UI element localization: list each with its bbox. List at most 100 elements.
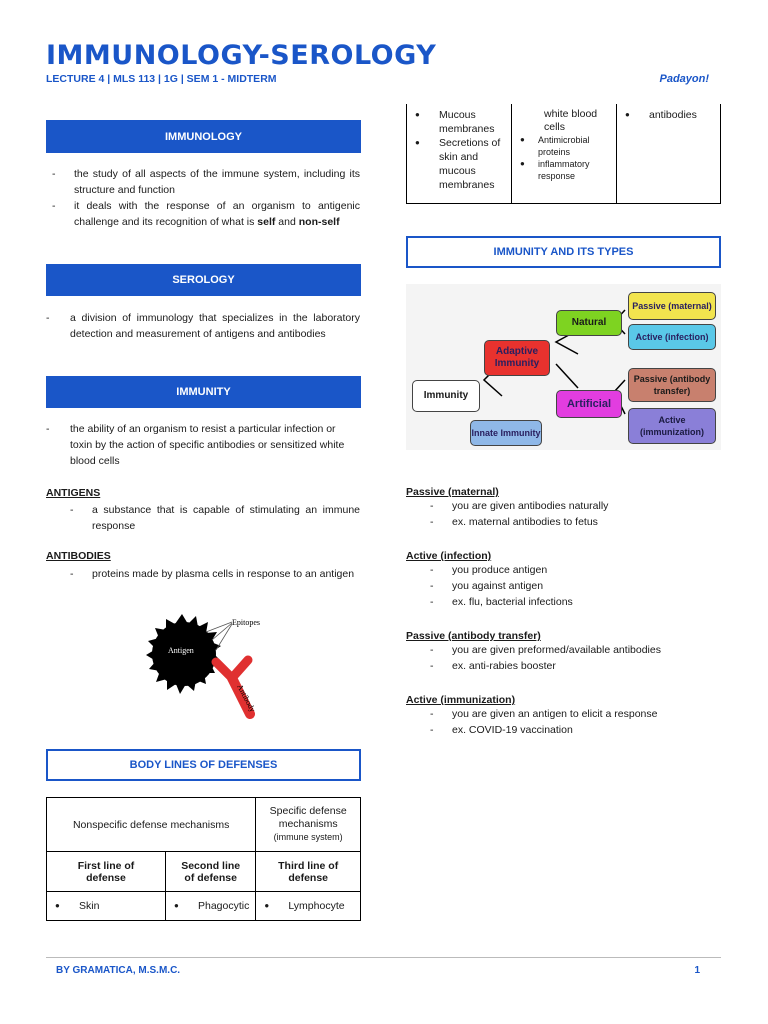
list-item: -you are given antibodies naturally — [430, 500, 609, 512]
nonspecific-header: Nonspecific defense mechanisms — [45, 797, 257, 852]
list-item: -the study of all aspects of the immune … — [52, 168, 360, 196]
table-row: First line of defense Second line of def… — [46, 851, 361, 892]
antigen-label: Antigen — [168, 646, 194, 655]
section-passive-transfer: Passive (antibody transfer) -you are giv… — [406, 630, 721, 694]
section-passive-maternal: Passive (maternal) -you are given antibo… — [406, 486, 721, 550]
list-item-text: a substance that is capable of stimulati… — [92, 504, 360, 532]
section-title: Passive (antibody transfer) — [406, 630, 541, 642]
lecture-subtitle: LECTURE 4 | MLS 113 | 1G | SEM 1 - MIDTE… — [46, 73, 277, 85]
section-active-infection: Active (infection) -you produce antigen … — [406, 550, 721, 630]
page-title: IMMUNOLOGY-SEROLOGY — [46, 40, 437, 71]
cell-bullet: Mucous membranes — [413, 108, 505, 136]
list-item-text: you against antigen — [452, 580, 544, 592]
natural-node: Natural — [556, 310, 622, 336]
list-item-text: the ability of an organism to resist a p… — [70, 423, 345, 467]
list-item-text: ex. anti-rabies booster — [452, 660, 556, 672]
immunology-heading: IMMUNOLOGY — [46, 120, 361, 153]
immunity-heading: IMMUNITY — [46, 376, 361, 408]
cell-bullet: Antimicrobial proteins — [518, 134, 610, 158]
immunity-types-sections: Passive (maternal) -you are given antibo… — [406, 486, 721, 738]
specific-header: Specific defense mechanisms (immune syst… — [255, 797, 361, 852]
antibodies-list: -proteins made by plasma cells in respon… — [46, 566, 360, 582]
and-word: and — [275, 216, 299, 228]
antigen-shape — [146, 614, 221, 694]
immunity-list: -the ability of an organism to resist a … — [46, 421, 360, 469]
table-cell: Phagocytic — [164, 891, 257, 921]
epitopes-label: Epitopes — [232, 618, 260, 627]
antigen-antibody-figure: Antigen Epitopes Antibody — [146, 614, 260, 719]
table-row: Nonspecific defense mechanisms Specific … — [45, 797, 361, 852]
antigens-list: -a substance that is capable of stimulat… — [46, 502, 360, 534]
passive-transfer-node: Passive (antibody transfer) — [628, 368, 716, 402]
first-line-header: First line of defense — [46, 851, 166, 892]
specific-header-sub: (immune system) — [273, 832, 343, 842]
list-item: -proteins made by plasma cells in respon… — [70, 568, 355, 580]
cell-bullet: Secretions of skin and mucous membranes — [413, 136, 505, 192]
footer-author: BY GRAMATICA, M.S.M.C. — [56, 965, 181, 976]
defenses-heading: BODY LINES OF DEFENSES — [46, 749, 361, 781]
active-immunization-node: Active (immunization) — [628, 408, 716, 444]
immunity-types-heading: IMMUNITY AND ITS TYPES — [406, 236, 721, 268]
motto-text: Padayon! — [659, 73, 709, 85]
antibodies-heading: ANTIBODIES — [46, 550, 111, 562]
self-term: self — [257, 216, 276, 228]
list-item-text: you produce antigen — [452, 564, 548, 576]
section-title: Active (infection) — [406, 550, 492, 562]
footer-divider — [46, 957, 721, 958]
list-item-text: ex. COVID-19 vaccination — [452, 724, 573, 736]
page-number: 1 — [694, 965, 700, 976]
list-item: -a division of immunology that specializ… — [46, 312, 360, 340]
table-row: Mucous membranes Secretions of skin and … — [406, 104, 721, 204]
adaptive-immunity-node: Adaptive Immunity — [484, 340, 550, 376]
serology-heading: SEROLOGY — [46, 264, 361, 296]
nonself-term: non-self — [298, 216, 340, 228]
defenses-table: Nonspecific defense mechanisms Specific … — [45, 797, 361, 921]
list-item: -you produce antigen — [430, 564, 548, 576]
table-cell: Mucous membranes Secretions of skin and … — [406, 104, 512, 204]
list-item-text: you are given an antigen to elicit a res… — [452, 708, 658, 720]
list-item: -ex. anti-rabies booster — [430, 660, 556, 672]
list-item-text: ex. flu, bacterial infections — [452, 596, 573, 608]
antigens-heading: ANTIGENS — [46, 487, 101, 499]
serology-list: -a division of immunology that specializ… — [46, 310, 360, 342]
list-item: -the ability of an organism to resist a … — [46, 423, 345, 467]
table-cell: Skin — [46, 891, 166, 921]
active-infection-node: Active (infection) — [628, 324, 716, 350]
list-item-text: ex. maternal antibodies to fetus — [452, 516, 598, 528]
list-item: -ex. maternal antibodies to fetus — [430, 516, 598, 528]
table-cell: white blood cells Antimicrobial proteins… — [511, 104, 617, 204]
cell-bullet: Phagocytic — [172, 899, 249, 913]
cell-bullet: Skin — [53, 899, 159, 913]
cell-text: white blood cells — [544, 108, 598, 133]
list-item: -you against antigen — [430, 580, 544, 592]
immunity-node: Immunity — [412, 380, 480, 412]
list-item-text: you are given antibodies naturally — [452, 500, 609, 512]
epitope-pointer — [205, 621, 233, 633]
specific-header-text: Specific defense mechanisms — [269, 805, 347, 830]
cell-bullet: Lymphocyte — [262, 899, 354, 913]
antibody-shape — [211, 655, 255, 719]
cell-bullet: inflammatory response — [518, 158, 610, 182]
list-item-text: you are given preformed/available antibo… — [452, 644, 661, 656]
list-item: -you are given an antigen to elicit a re… — [430, 708, 658, 720]
section-title: Passive (maternal) — [406, 486, 499, 498]
section-title: Active (immunization) — [406, 694, 516, 706]
list-item: -you are given preformed/available antib… — [430, 644, 661, 656]
immunity-types-diagram: Immunity Adaptive Immunity Innate Immuni… — [406, 284, 721, 450]
immunology-list: -the study of all aspects of the immune … — [46, 166, 360, 230]
epitope-pointer — [215, 623, 233, 651]
section-active-immunization: Active (immunization) -you are given an … — [406, 694, 721, 738]
list-item: -ex. flu, bacterial infections — [430, 596, 573, 608]
list-item-text: the study of all aspects of the immune s… — [74, 168, 360, 196]
table-cell: Lymphocyte — [255, 891, 361, 921]
cell-bullet: antibodies — [623, 108, 714, 122]
table-cell: antibodies — [616, 104, 721, 204]
list-item-text: it deals with the response of an organis… — [74, 200, 360, 228]
list-item: -it deals with the response of an organi… — [52, 200, 360, 228]
second-line-header: Second line of defense — [164, 851, 257, 892]
list-item: -a substance that is capable of stimulat… — [70, 504, 360, 532]
epitope-pointer — [211, 622, 233, 641]
artificial-node: Artificial — [556, 390, 622, 418]
table-row: Skin Phagocytic Lymphocyte — [46, 891, 361, 921]
innate-immunity-node: Innate Immunity — [470, 420, 542, 446]
